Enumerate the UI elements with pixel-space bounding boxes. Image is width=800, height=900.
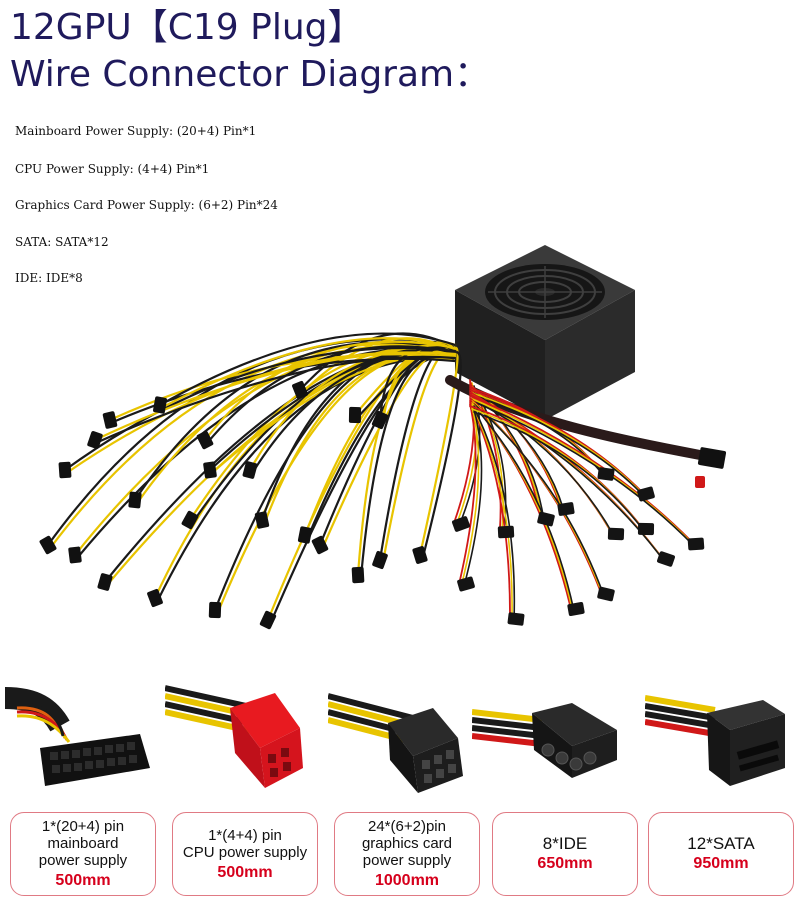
spec-mainboard: Mainboard Power Supply: (20+4) Pin*1 xyxy=(15,124,257,138)
wire-bundle xyxy=(46,332,705,624)
card-label-line: 12*SATA xyxy=(687,834,755,853)
sata-connector-photo xyxy=(645,695,785,786)
card-length: 1000mm xyxy=(374,872,440,889)
card-label-line: power supply xyxy=(38,852,128,869)
card-label-line: 24*(6+2)pin xyxy=(368,818,446,835)
mainboard-connector-photo xyxy=(5,687,150,786)
cpu-spec-card: 1*(4+4) pin CPU power supply 500mm xyxy=(172,812,318,896)
spec-sata: SATA: SATA*12 xyxy=(15,235,109,249)
spec-cpu: CPU Power Supply: (4+4) Pin*1 xyxy=(15,162,210,176)
card-label-line: 1*(20+4) pin xyxy=(41,818,125,835)
psu-product-photo xyxy=(39,245,727,630)
page-title-line-2: Wire Connector Diagram： xyxy=(10,54,491,95)
graphics-card-spec-card: 24*(6+2)pin graphics card power supply 1… xyxy=(334,812,480,896)
page-title-line-1: 12GPU【C19 Plug】 xyxy=(10,7,364,48)
card-label-line: power supply xyxy=(362,852,452,869)
card-length: 500mm xyxy=(55,872,111,889)
ide-connector-photo xyxy=(472,703,617,778)
connector-plugs xyxy=(39,380,727,630)
card-label-line: mainboard xyxy=(47,835,119,852)
card-length: 950mm xyxy=(693,855,749,872)
cpu-connector-photo xyxy=(165,685,303,788)
card-length: 500mm xyxy=(217,863,273,881)
sata-spec-card: 12*SATA 950mm xyxy=(648,812,794,896)
card-label-line: CPU power supply xyxy=(182,843,308,861)
card-label-line: graphics card xyxy=(361,835,453,852)
card-label-line: 1*(4+4) pin xyxy=(208,826,282,844)
mainboard-spec-card: 1*(20+4) pin mainboard power supply 500m… xyxy=(10,812,156,896)
psu-unit xyxy=(455,245,635,420)
spec-ide: IDE: IDE*8 xyxy=(15,271,83,285)
card-length: 650mm xyxy=(537,855,593,872)
ide-spec-card: 8*IDE 650mm xyxy=(492,812,638,896)
graphics-card-connector-photo xyxy=(328,693,463,793)
card-label-line: 8*IDE xyxy=(542,834,588,853)
spec-graphics-card: Graphics Card Power Supply: (6+2) Pin*24 xyxy=(15,198,278,212)
